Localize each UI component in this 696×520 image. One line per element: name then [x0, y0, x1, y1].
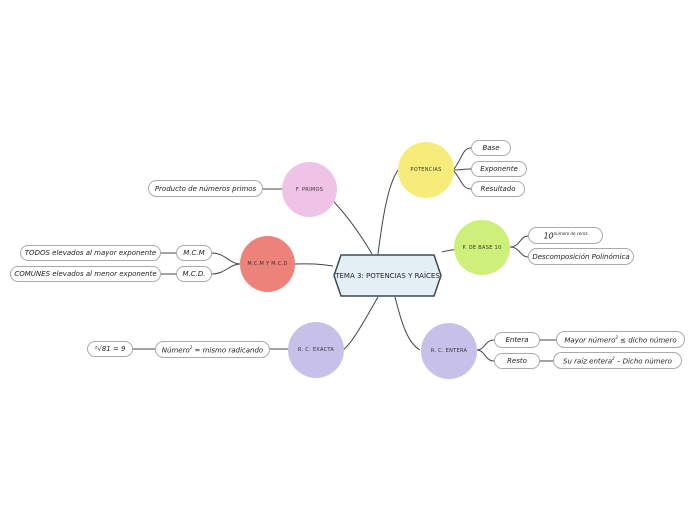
- leaf-ejemplo-raiz-label: ²√81 = 9: [94, 345, 126, 353]
- leaf-resultado[interactable]: Resultado: [471, 181, 525, 197]
- leaf-resto-detail[interactable]: Su raíz entera2 – Dicho número: [553, 352, 682, 369]
- branch-rc-exacta-label: R. C. EXACTA: [297, 347, 335, 353]
- branch-base10-label: P. DE BASE 10: [462, 244, 502, 251]
- leaf-producto-primos[interactable]: Producto de números primos: [148, 180, 263, 197]
- leaf-entera-label: Entera: [505, 336, 529, 344]
- leaf-numero-radicando[interactable]: Número2 = mismo radicando: [155, 341, 270, 358]
- leaf-mcm-label: M.C.M: [183, 249, 205, 257]
- branch-primos[interactable]: F. PRIMOS: [282, 162, 337, 217]
- branch-rc-entera-label: R. C. ENTERA: [430, 348, 468, 354]
- leaf-base-label: Base: [482, 144, 500, 152]
- leaf-numero-radicando-label: Número2 = mismo radicando: [161, 344, 264, 355]
- leaf-entera[interactable]: Entera: [494, 332, 540, 348]
- leaf-mcd[interactable]: M.C.D.: [176, 266, 212, 282]
- leaf-producto-primos-label: Producto de números primos: [154, 184, 257, 193]
- central-topic-label: TEMA 3: POTENCIAS Y RAÍCES: [335, 271, 440, 280]
- leaf-descomposicion[interactable]: Descomposición Polinómica: [528, 248, 634, 265]
- branch-mcm-mcd-label: M.C.M Y M.C.D: [247, 261, 288, 267]
- branch-base10[interactable]: P. DE BASE 10: [454, 220, 510, 275]
- leaf-mcm[interactable]: M.C.M: [176, 245, 212, 261]
- leaf-resto-detail-label: Su raíz entera2 – Dicho número: [563, 355, 672, 366]
- leaf-exponente[interactable]: Exponente: [471, 161, 527, 177]
- leaf-ejemplo-raiz[interactable]: ²√81 = 9: [87, 341, 133, 357]
- branch-rc-exacta[interactable]: R. C. EXACTA: [288, 322, 344, 378]
- branch-potencias-label: POTENCIAS: [410, 167, 442, 173]
- branch-rc-entera[interactable]: R. C. ENTERA: [421, 323, 477, 379]
- leaf-resultado-label: Resultado: [480, 185, 516, 193]
- leaf-numero-ceros-label: 10número de ceros: [543, 230, 588, 241]
- central-hexagon-shape: [333, 254, 442, 297]
- leaf-mcd-detail[interactable]: COMUNES elevados al menor exponente: [10, 266, 161, 282]
- leaf-descomposicion-label: Descomposición Polinómica: [532, 252, 630, 261]
- leaf-resto-label: Resto: [507, 357, 527, 365]
- leaf-numero-ceros[interactable]: 10número de ceros: [528, 227, 603, 244]
- leaf-resto[interactable]: Resto: [494, 353, 540, 369]
- leaf-base[interactable]: Base: [471, 140, 511, 156]
- branch-mcm-mcd[interactable]: M.C.M Y M.C.D: [240, 236, 295, 292]
- leaf-mcm-detail-label: TODOS elevados al mayor exponente: [24, 249, 157, 257]
- leaf-entera-detail[interactable]: Mayor número2 ≤ dicho número: [556, 331, 685, 348]
- central-topic[interactable]: TEMA 3: POTENCIAS Y RAÍCES: [333, 254, 442, 297]
- leaf-entera-detail-label: Mayor número2 ≤ dicho número: [564, 334, 677, 345]
- leaf-exponente-label: Exponente: [480, 165, 518, 173]
- branch-primos-label: F. PRIMOS: [295, 186, 324, 193]
- branch-potencias[interactable]: POTENCIAS: [398, 142, 454, 198]
- leaf-mcd-detail-label: COMUNES elevados al menor exponente: [14, 270, 157, 278]
- leaf-mcd-label: M.C.D.: [182, 270, 206, 278]
- leaf-mcm-detail[interactable]: TODOS elevados al mayor exponente: [20, 245, 161, 261]
